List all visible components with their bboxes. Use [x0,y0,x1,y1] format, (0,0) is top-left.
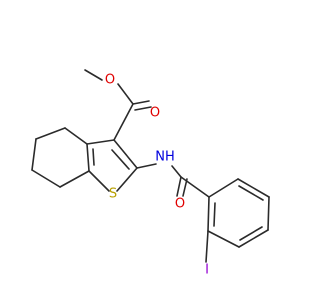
atom-o-amide: O [175,197,185,212]
bond-c7a-c3a-inner [92,148,95,166]
bond-b6-b1 [208,178,239,198]
atom-nh: NH [155,150,175,165]
molecule-structure: O O S NH O I [31,69,270,278]
bond-b1-b2 [207,196,210,232]
bond-b4-b5 [267,196,270,231]
bond-c2-s [116,167,138,192]
bond-c4-c5 [35,127,66,140]
atom-o-carbonyl: O [150,106,160,121]
bond-benzene-inner-2 [239,226,263,241]
atom-labels: O O S NH O I [105,73,209,278]
bond-c2-nh [136,163,157,169]
bond-ester-carbonyl-2 [134,106,152,111]
bond-c7-c7a [59,170,90,188]
bond-ester-c3 [113,103,134,141]
bond-amide-ring [180,176,210,198]
bond-amide-o-1 [176,176,182,197]
bond-b3-b4 [238,229,269,248]
bond-b5-b6 [237,178,270,198]
bond-amide-o-2 [182,178,188,197]
bond-c7a-c3a [86,143,90,172]
bond-s-c7a [88,170,110,192]
bond-c3a-c3 [86,139,115,145]
bond-c3-c2 [113,139,138,169]
bond-c3-c2-inner [111,149,130,170]
bond-o-ester [117,83,134,105]
bond-c5-c6 [31,138,37,171]
atom-s: S [109,187,117,202]
atom-iodine: I [205,263,209,278]
bond-benzene-inner-1 [213,202,216,227]
bond-b2-b3 [207,230,240,248]
bond-ester-carbonyl-1 [132,100,150,105]
bond-nh-amide [171,165,182,178]
bond-c3a-c4 [64,127,88,145]
atom-o-methoxy: O [105,73,115,88]
bond-benzene-inner-3 [238,185,264,201]
bond-methyl-o [84,69,103,81]
bond-ring-iodine [205,230,209,263]
bonds [31,69,270,263]
molecule-canvas: O O S NH O I [31,69,270,278]
bond-c6-c7 [31,169,61,188]
